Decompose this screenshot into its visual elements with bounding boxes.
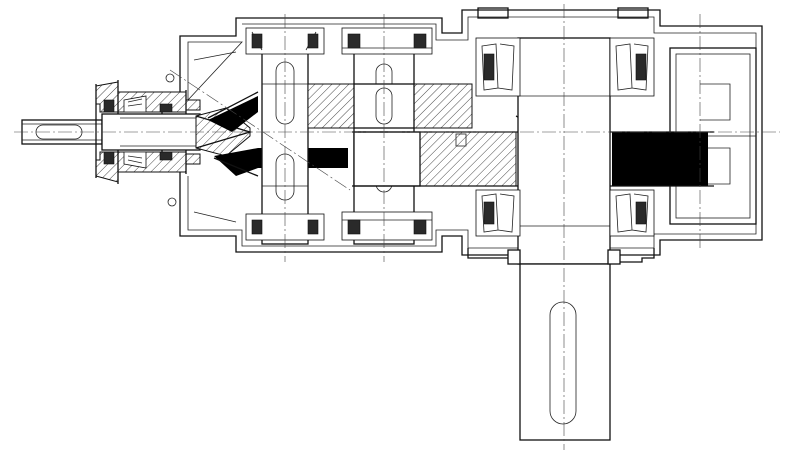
pinion-housing xyxy=(95,80,201,184)
center-lines xyxy=(14,4,780,450)
tapered-roller-bearings xyxy=(475,37,655,237)
